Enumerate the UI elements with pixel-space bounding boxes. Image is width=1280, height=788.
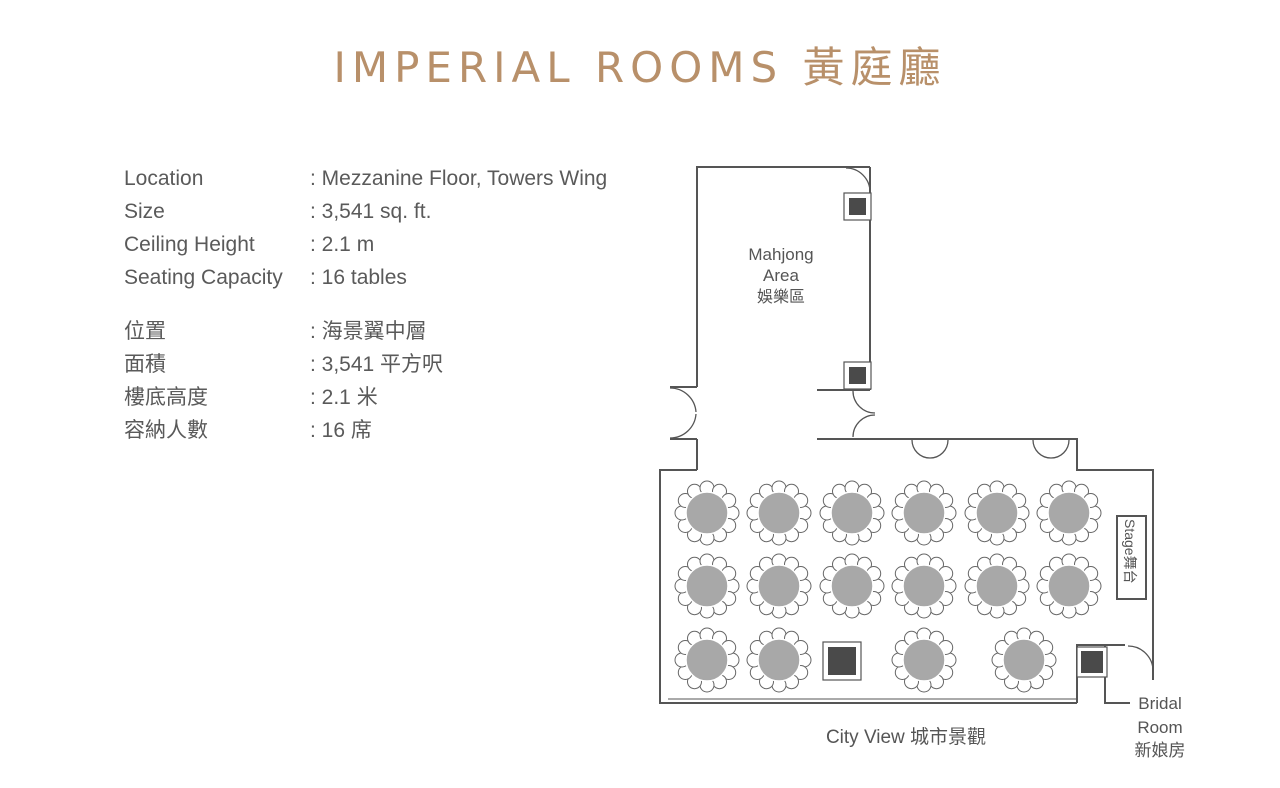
spec-value: : 海景翼中層 [310, 320, 427, 343]
spec-label: 位置 [124, 320, 166, 343]
spec-value: : 3,541 平方呎 [310, 353, 444, 376]
banquet-table [891, 480, 957, 546]
table-top [975, 491, 1019, 535]
spec-value: : 2.1 米 [310, 386, 378, 409]
wall-bridal-room [1076, 644, 1125, 703]
table-top [685, 491, 729, 535]
column-fill [849, 367, 866, 384]
table-top [975, 564, 1019, 608]
stage-label: Stage舞台 [1122, 519, 1138, 584]
bridal-label-en-2: Room [1137, 718, 1182, 737]
banquet-table [964, 480, 1030, 546]
spec-label: Location [124, 167, 204, 190]
banquet-table [746, 480, 812, 546]
table-top [1002, 638, 1046, 682]
city-view-label: City View 城市景觀 [826, 726, 986, 748]
column-fill [1081, 651, 1103, 673]
spec-label: 面積 [124, 353, 166, 376]
banquet-table [674, 627, 740, 693]
banquet-table [819, 553, 885, 619]
bridal-label-zh: 新娘房 [1135, 741, 1186, 760]
banquet-table [674, 480, 740, 546]
table-top [830, 564, 874, 608]
table-top [902, 564, 946, 608]
wall-hall-left-bottom [659, 469, 1077, 704]
column-fill [849, 198, 866, 215]
door-arc-hall-2 [1032, 439, 1070, 459]
wall-hall-top-right [817, 438, 1154, 680]
table-top [685, 638, 729, 682]
mahjong-label-en-1: Mahjong [748, 245, 813, 264]
stage [1116, 515, 1147, 600]
banquet-table [746, 553, 812, 619]
wall-mahjong-top-left [696, 166, 870, 387]
spec-value: : Mezzanine Floor, Towers Wing [310, 167, 608, 190]
wall-bridal-inner [1104, 645, 1130, 704]
spec-value: : 16 tables [310, 266, 407, 289]
table-top [1047, 564, 1091, 608]
banquet-table [991, 627, 1057, 693]
table-top [902, 638, 946, 682]
spec-label: Size [124, 200, 165, 223]
banquet-table [891, 627, 957, 693]
door-arc-entrance [669, 387, 697, 439]
banquet-table [819, 480, 885, 546]
page-title: IMPERIAL ROOMS 黃庭廳 [333, 43, 947, 92]
banquet-table [891, 553, 957, 619]
table-top [757, 564, 801, 608]
spec-value: : 16 席 [310, 419, 372, 442]
door-arc-hall-1 [911, 439, 949, 459]
banquet-tables [674, 480, 1102, 693]
door-arc-mahjong-top [845, 167, 871, 193]
mahjong-label-zh: 娛樂區 [757, 288, 805, 306]
column-fill [828, 647, 856, 675]
banquet-table [746, 627, 812, 693]
walls [659, 166, 1154, 704]
columns [822, 192, 1108, 681]
table-top [902, 491, 946, 535]
banquet-table [1036, 553, 1102, 619]
table-top [685, 564, 729, 608]
spec-value: : 2.1 m [310, 233, 375, 256]
bridal-label-en-1: Bridal [1138, 694, 1181, 713]
spec-label: Seating Capacity [124, 266, 283, 289]
table-top [757, 491, 801, 535]
door-arc-bridal [1127, 645, 1154, 673]
door-arc-mahjong-exit [852, 390, 876, 438]
spec-label: 樓底高度 [124, 386, 208, 409]
spec-value: : 3,541 sq. ft. [310, 200, 432, 223]
banquet-table [674, 553, 740, 619]
table-top [1047, 491, 1091, 535]
spec-label: Ceiling Height [124, 233, 255, 256]
spec-label: 容納人數 [124, 419, 208, 442]
table-top [830, 491, 874, 535]
table-top [757, 638, 801, 682]
banquet-table [964, 553, 1030, 619]
banquet-table [1036, 480, 1102, 546]
mahjong-label-en-2: Area [763, 266, 799, 285]
